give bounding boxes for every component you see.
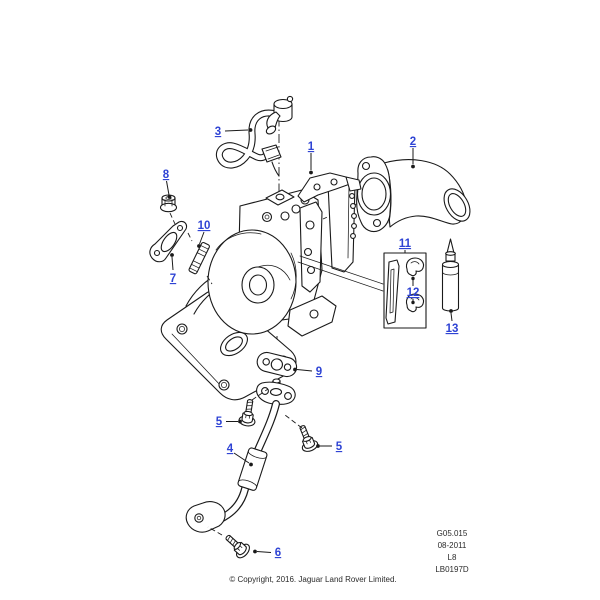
callout-5-right-label[interactable]: 5 — [336, 441, 343, 453]
ref-date: 08-2011 — [438, 541, 467, 550]
drain-pipe-end-bracket — [185, 501, 226, 533]
banjo-fitting — [265, 95, 294, 135]
callout-3[interactable]: 3 — [215, 126, 253, 138]
callout-11[interactable]: 11 — [399, 238, 412, 253]
callout-1[interactable]: 1 — [308, 141, 315, 175]
pipe-end-fitting — [261, 144, 282, 177]
clip-bracket — [385, 259, 400, 325]
ref-block: G05.015 08-2011 L8 LB0197D — [435, 529, 469, 574]
part-turbocharger — [160, 172, 384, 401]
callout-6[interactable]: 6 — [253, 547, 281, 559]
callout-8-label[interactable]: 8 — [163, 169, 170, 181]
callout-12-label[interactable]: 12 — [407, 287, 420, 299]
callout-2-label[interactable]: 2 — [410, 136, 416, 148]
callout-3-label[interactable]: 3 — [215, 126, 221, 138]
callout-13-label[interactable]: 13 — [446, 323, 459, 335]
part-clip-kit — [383, 252, 427, 329]
ref-drawing-id: LB0197D — [435, 565, 469, 574]
callout-2[interactable]: 2 — [410, 136, 416, 169]
part-oil-feed-pipe — [215, 95, 294, 177]
clip-bottom — [405, 293, 425, 313]
callout-5-left[interactable]: 5 — [216, 416, 242, 428]
clip-location-lines — [297, 255, 384, 292]
clip-top — [405, 257, 425, 277]
callout-9-label[interactable]: 9 — [316, 366, 322, 378]
heat-shield — [327, 177, 356, 273]
part-oil-drain-pipe — [185, 378, 296, 533]
callout-9[interactable]: 9 — [293, 366, 322, 378]
callout-10[interactable]: 10 — [197, 220, 210, 248]
part-stud — [187, 232, 213, 285]
part-bolt-5-left — [237, 388, 269, 428]
callout-8[interactable]: 8 — [163, 169, 172, 199]
callout-5-left-label[interactable]: 5 — [216, 416, 223, 428]
part-elbow-tube — [356, 156, 471, 233]
ref-figure-number: G05.015 — [437, 529, 468, 538]
callout-10-label[interactable]: 10 — [198, 220, 211, 232]
callout-13[interactable]: 13 — [446, 309, 459, 335]
callout-11-label[interactable]: 11 — [399, 238, 412, 250]
part-gasket-triangular — [149, 220, 188, 263]
callout-1-label[interactable]: 1 — [308, 141, 315, 153]
callout-6-label[interactable]: 6 — [275, 547, 281, 559]
support-arm — [299, 201, 323, 293]
ref-code: L8 — [448, 553, 457, 562]
callout-4[interactable]: 4 — [227, 443, 253, 467]
part-gasket-oval — [256, 351, 298, 378]
part-nut — [159, 194, 178, 225]
callout-5-right[interactable]: 5 — [316, 441, 343, 453]
callout-4-label[interactable]: 4 — [227, 443, 234, 455]
callout-12[interactable]: 12 — [407, 276, 420, 305]
part-bolt-5-right — [284, 414, 320, 454]
part-sealant-cartridge — [441, 238, 460, 312]
callouts: 1 2 3 4 5 5 6 7 — [163, 126, 459, 559]
callout-7[interactable]: 7 — [170, 253, 176, 285]
pipe-sleeve — [237, 447, 268, 491]
callout-7-label[interactable]: 7 — [170, 273, 176, 285]
part-bolt-6 — [207, 526, 253, 561]
copyright-notice: © Copyright, 2016. Jaguar Land Rover Lim… — [229, 575, 396, 584]
